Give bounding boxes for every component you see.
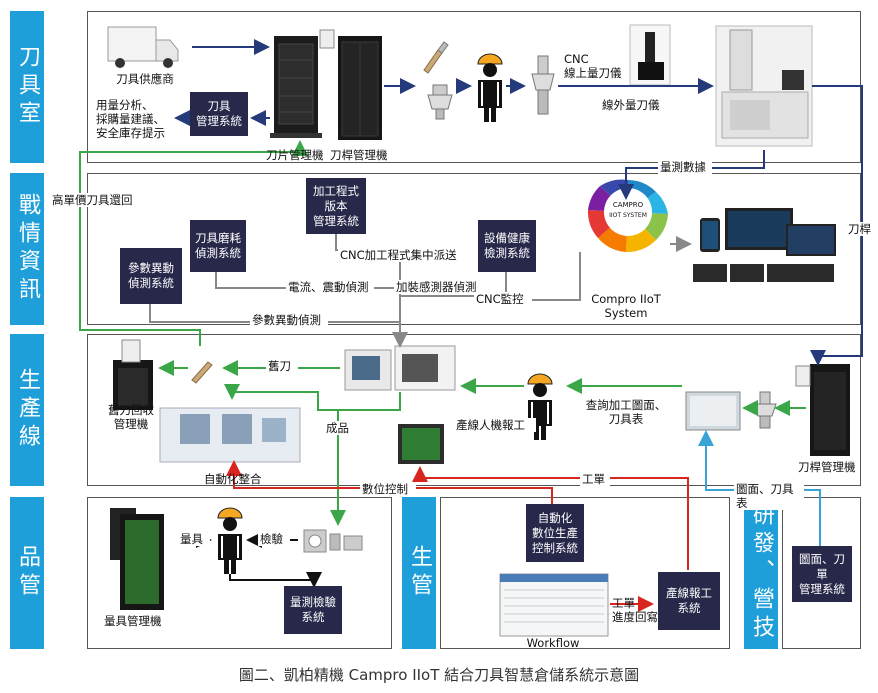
workflow-screenshot-icon bbox=[499, 573, 609, 637]
tool-wear-system: 刀具磨耗 偵測系統 bbox=[190, 220, 246, 272]
worker-icon-top bbox=[477, 53, 503, 122]
label-workflow: Workflow bbox=[526, 636, 580, 650]
label-automation: 自動化整合 bbox=[204, 472, 262, 486]
iiot-wheel-icon bbox=[587, 179, 668, 253]
label-sensor-detect: 加裝感測器偵測 bbox=[394, 280, 484, 294]
old-tool-icon bbox=[191, 361, 213, 384]
label-query-drawing: 查詢加工圖面、 刀具表 bbox=[585, 398, 667, 426]
label-old-tool-recycle: 舊刀回收 管理機 bbox=[108, 403, 154, 431]
label-old-tool: 舊刀 bbox=[266, 359, 298, 373]
param-anomaly-system: 參數異動 偵測系統 bbox=[120, 248, 182, 304]
truck-icon bbox=[107, 26, 179, 68]
line-report-system: 產線報工 系統 bbox=[658, 572, 720, 630]
dashboard-screens-icon bbox=[693, 208, 836, 282]
label-high-value-return: 高單價刀具還回 bbox=[50, 193, 146, 207]
gauge-inspection-system: 量測檢驗 系統 bbox=[284, 586, 342, 634]
worker-icon-quality bbox=[217, 507, 243, 574]
gauge-machine-icon bbox=[110, 508, 164, 610]
tool-bit-icon bbox=[423, 41, 449, 74]
label-cnc-presetter: CNC 線上量刀儀 bbox=[564, 52, 622, 80]
label-current-vibration: 電流、震動偵測 bbox=[286, 280, 374, 294]
worker-icon-line bbox=[527, 373, 553, 440]
line-holder-icon bbox=[753, 391, 777, 429]
equipment-health-system: 設備健康 檢測系統 bbox=[478, 220, 536, 272]
drawing-mgmt-system: 圖面、刀單 管理系統 bbox=[792, 546, 852, 602]
recycle-machine-icon bbox=[113, 339, 153, 410]
label-work-order: 工單 bbox=[580, 472, 610, 486]
cnc-program-system: 加工程式 版本 管理系統 bbox=[306, 178, 366, 234]
tool-mgmt-system: 刀具 管理系統 bbox=[190, 92, 248, 136]
label-usage-analysis: 用量分析、 採購量建議、 安全庫存提示 bbox=[96, 98, 165, 140]
label-wo-progress: 工單 進度回寫 bbox=[612, 596, 658, 624]
section-rd-sales: 研發、營技 bbox=[744, 497, 778, 649]
section-quality: 品管 bbox=[10, 497, 44, 649]
parts-icon bbox=[303, 529, 363, 553]
label-tool-machine: 刀片管理機 bbox=[266, 148, 324, 162]
cnc-presetter-icon bbox=[629, 24, 671, 86]
wheel-center-top: CAMPRO bbox=[612, 201, 644, 209]
label-cnc-monitor: CNC監控 bbox=[474, 292, 532, 306]
cnc-tool-icon bbox=[531, 55, 555, 115]
label-inspection: 檢驗 bbox=[258, 532, 290, 546]
label-gauge: 量具 bbox=[178, 532, 210, 546]
line-holder-machine-icon bbox=[795, 364, 850, 456]
label-holder-machine-line: 刀桿管理機 bbox=[798, 460, 856, 474]
label-drawing-tool-table: 圖面、刀具表 bbox=[734, 482, 804, 510]
label-iiot-system: Compro IIoT System bbox=[591, 292, 661, 320]
label-line-hmi-report: 產線人機報工 bbox=[454, 418, 536, 432]
automation-cell-icon bbox=[159, 407, 301, 463]
section-production-mgmt: 生管 bbox=[402, 497, 436, 649]
label-param-detect: 參數異動偵測 bbox=[250, 313, 328, 327]
offline-presetter-icon bbox=[715, 25, 813, 147]
section-tool-room: 刀具室 bbox=[10, 11, 44, 163]
label-finished-product: 成品 bbox=[324, 421, 354, 435]
section-production-line: 生產線 bbox=[10, 334, 44, 486]
tool-insert-machine-icon bbox=[270, 29, 335, 138]
label-gauge-machine: 量具管理機 bbox=[104, 614, 162, 628]
cnc-machine-icon bbox=[344, 345, 456, 391]
holder-machine-icon bbox=[338, 36, 382, 140]
figure-caption: 圖二、凱柏精機 Campro IIoT 結合刀具智慧倉儲系統示意圖 bbox=[238, 666, 640, 684]
tool-holder-icon bbox=[427, 84, 453, 120]
label-digital-control: 數位控制 bbox=[360, 482, 416, 496]
label-offline-presetter: 線外量刀儀 bbox=[600, 98, 664, 112]
auto-control-system: 自動化 數位生產 控制系統 bbox=[526, 504, 584, 562]
label-cnc-dispatch: CNC加工程式集中派送 bbox=[338, 248, 464, 262]
label-measurement-data: 量測數據 bbox=[658, 160, 712, 174]
wheel-center-bottom: IIOT SYSTEM bbox=[609, 212, 647, 219]
label-tool-supplier: 刀具供應商 bbox=[116, 72, 174, 86]
label-holder: 刀桿 bbox=[846, 222, 876, 236]
label-holder-machine: 刀桿管理機 bbox=[330, 148, 388, 162]
touch-panel-icon bbox=[685, 391, 741, 431]
section-war-room: 戰情資訊 bbox=[10, 173, 44, 325]
hmi-terminal-icon bbox=[398, 424, 444, 464]
